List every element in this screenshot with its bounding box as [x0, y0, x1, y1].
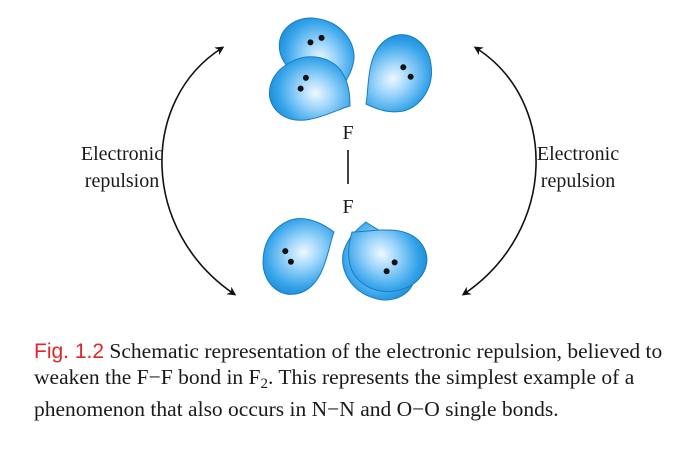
left-label-line2: repulsion [84, 170, 160, 192]
right-label-line2: repulsion [540, 170, 616, 192]
left-label-line1: Electronic [80, 143, 164, 165]
atom-f-top: F [342, 122, 354, 144]
caption-subscript: 2 [260, 375, 269, 392]
figure-caption: Fig. 1.2 Schematic representation of the… [34, 339, 674, 423]
right-label-line1: Electronic [536, 143, 620, 165]
top-lone-pair-back [270, 4, 367, 107]
figure-label: Fig. 1.2 [34, 340, 105, 363]
right-repulsion-arrow [461, 46, 537, 296]
left-repulsion-arrow [161, 46, 237, 296]
caption-text-part1: Schematic representation of the electron… [34, 339, 663, 389]
top-lone-pair-front [259, 41, 365, 141]
bottom-lone-pair-front [330, 203, 439, 311]
f2-repulsion-diagram [161, 4, 537, 311]
right-repulsion-label: Electronic repulsion [520, 141, 636, 195]
atom-f-bottom: F [342, 196, 354, 218]
bottom-lone-pair-left [247, 203, 353, 305]
top-lone-pair-right [341, 23, 450, 130]
left-repulsion-label: Electronic repulsion [64, 141, 180, 195]
caption-text-part2: . This represents the simplest example o… [34, 364, 635, 422]
